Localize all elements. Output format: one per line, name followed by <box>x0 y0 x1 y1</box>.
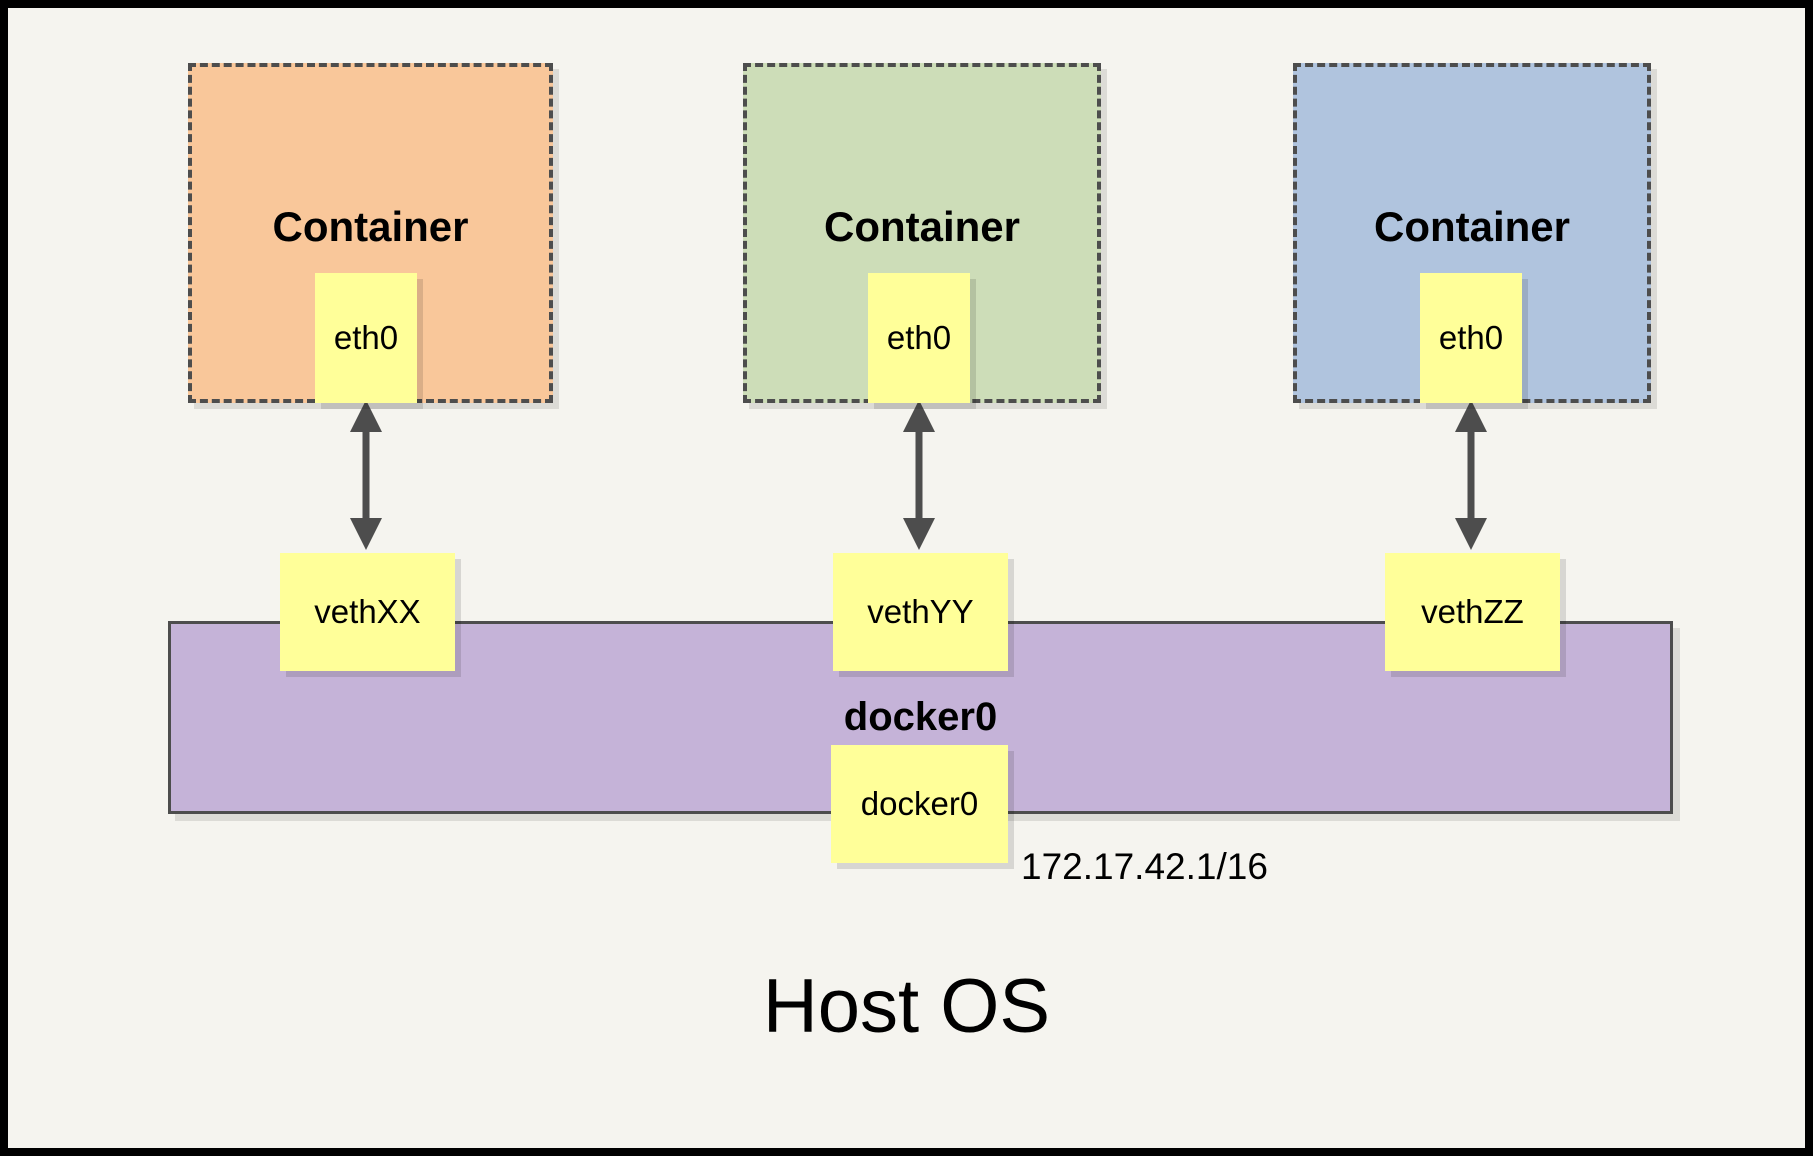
veth-note-1: vethXX <box>280 553 455 671</box>
container-title-1: Container <box>272 203 469 250</box>
veth-note-3: vethZZ <box>1385 553 1560 671</box>
eth0-note-3: eth0 <box>1420 273 1522 403</box>
eth0-note-1: eth0 <box>315 273 417 403</box>
docker0-ip-label: 172.17.42.1/16 <box>1021 846 1268 887</box>
container-title-3: Container <box>1373 203 1570 250</box>
docker0-interface-note: docker0 <box>831 745 1008 863</box>
arrow-container-2-to-veth <box>903 400 935 550</box>
arrow-container-1-to-veth <box>350 400 382 550</box>
diagram-stage: Container eth0 Container eth0 Container … <box>8 8 1805 1148</box>
eth0-note-2: eth0 <box>868 273 970 403</box>
veth-note-2: vethYY <box>833 553 1008 671</box>
host-os-label: Host OS <box>762 964 1051 1049</box>
arrow-container-3-to-veth <box>1455 400 1487 550</box>
docker0-bridge-title: docker0 <box>843 695 998 739</box>
container-title-2: Container <box>823 203 1020 250</box>
